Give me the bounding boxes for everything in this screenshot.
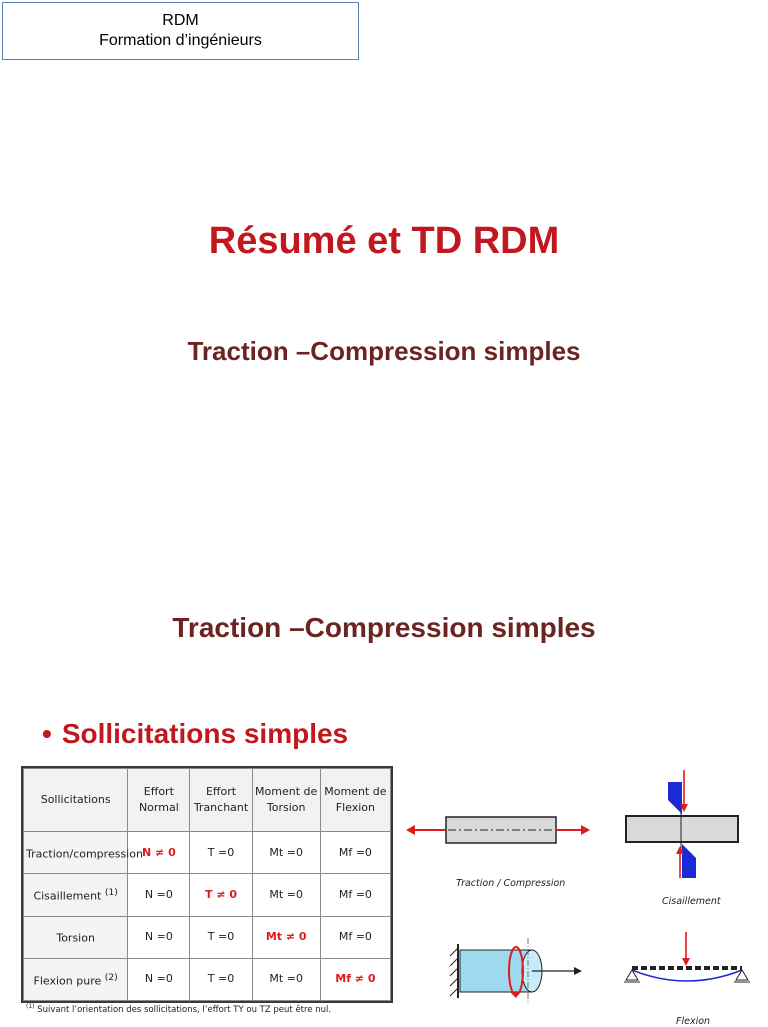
table-cell: Mf =0	[319, 873, 392, 917]
main-title: Résumé et TD RDM	[208, 220, 560, 262]
table-footnote: (1) Suivant l’orientation des sollicitat…	[26, 1003, 332, 1015]
upper-blade-icon	[668, 782, 682, 814]
subtitle-top: Traction –Compression simples	[187, 336, 581, 366]
header-box: RDM Formation d’ingénieurs	[2, 2, 359, 60]
table-cell: N =0	[127, 915, 191, 959]
traction-diagram	[406, 816, 590, 844]
table-cell: Mf =0	[319, 831, 392, 875]
table-cell: T =0	[189, 831, 253, 875]
table-cell: Mt =0	[251, 873, 321, 917]
table-cell: T =0	[189, 915, 253, 959]
right-arrowhead-icon	[581, 825, 590, 835]
table-row: Torsion N =0 T =0 Mt ≠ 0 Mf =0	[22, 915, 392, 959]
shear-diagram	[625, 770, 739, 878]
row-label: Traction/compression	[22, 831, 143, 875]
table-header-cell: Sollicitations	[22, 767, 129, 833]
table-cell: N ≠ 0	[127, 831, 191, 875]
course-name: RDM	[162, 12, 199, 29]
sollicitations-table: Sollicitations Effort Normal Effort Tran…	[21, 766, 393, 1003]
traction-label: Traction / Compression	[456, 878, 566, 889]
table-header-row: Sollicitations Effort Normal Effort Tran…	[22, 767, 392, 833]
table-cell: N =0	[127, 957, 191, 1002]
table-cell: N =0	[127, 873, 191, 917]
bending-diagram	[624, 932, 750, 983]
deflection-curve	[631, 969, 743, 982]
table-cell: Mf ≠ 0	[319, 957, 392, 1002]
section-title: Traction –Compression simples	[172, 612, 596, 643]
bullet-text: Sollicitations simples	[61, 718, 349, 749]
bending-label: Flexion	[676, 1016, 711, 1027]
row-label: Torsion	[22, 915, 129, 959]
table-header-cell: Effort Normal	[127, 767, 191, 833]
table-header-cell: Moment de Torsion	[251, 767, 321, 833]
table-cell: Mt ≠ 0	[251, 915, 321, 959]
table-cell: Mt =0	[251, 957, 321, 1002]
table-header-cell: Moment de Flexion	[319, 767, 392, 833]
table-cell: T =0	[189, 957, 253, 1002]
right-support-icon	[735, 969, 749, 981]
table-cell: Mf =0	[319, 915, 392, 959]
row-label: Flexion pure (2)	[22, 957, 129, 1002]
bullet-dot-icon: •	[42, 718, 52, 749]
table-row: Flexion pure (2) N =0 T =0 Mt =0 Mf ≠ 0	[22, 957, 392, 1002]
course-audience: Formation d’ingénieurs	[99, 32, 262, 49]
shear-label: Cisaillement	[662, 896, 721, 907]
torsion-shaft	[459, 949, 533, 993]
lower-blade-icon	[682, 844, 696, 878]
left-arrowhead-icon	[406, 825, 415, 835]
row-label: Cisaillement (1)	[22, 873, 129, 917]
left-support-icon	[625, 969, 639, 981]
shear-bar	[625, 815, 739, 843]
bullet-item: • Sollicitations simples	[42, 718, 348, 750]
torsion-diagram	[449, 938, 582, 1004]
table-row: Cisaillement (1) N =0 T ≠ 0 Mt =0 Mf =0	[22, 873, 392, 917]
table-row: Traction/compression N ≠ 0 T =0 Mt =0 Mf…	[22, 831, 392, 875]
table-cell: T ≠ 0	[189, 873, 253, 917]
table-cell: Mt =0	[251, 831, 321, 875]
table-header-cell: Effort Tranchant	[189, 767, 253, 833]
